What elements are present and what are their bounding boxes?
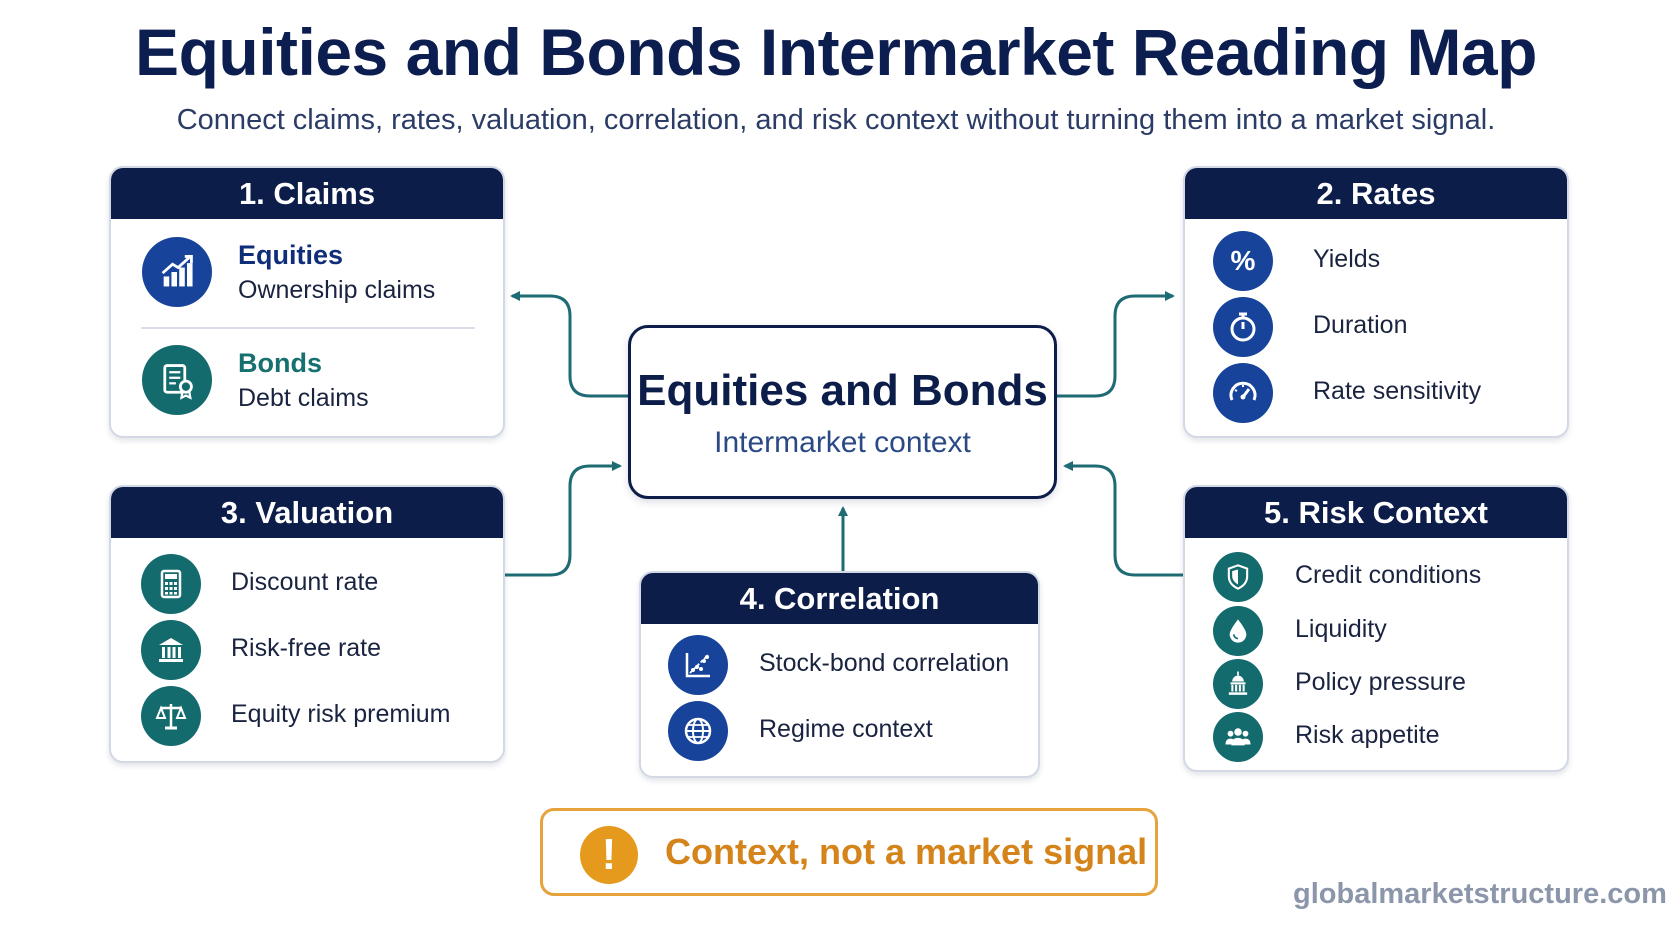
correlation-card: 4. Correlation Stock-bond correlation Re…: [639, 571, 1040, 778]
correlation-item-stockbond: Stock-bond correlation: [641, 635, 1038, 695]
claims-header: 1. Claims: [111, 168, 503, 219]
risk-item-liquidity: Liquidity: [1185, 601, 1567, 661]
arrow-center-to-claims: [510, 291, 628, 398]
risk-appetite-label: Risk appetite: [1295, 721, 1440, 749]
equities-title: Equities: [238, 240, 344, 270]
globe-icon: [668, 701, 728, 761]
risk-item-policy: Policy pressure: [1185, 654, 1567, 714]
claims-item-equities: Equities Ownership claims: [111, 236, 503, 312]
claims-item-bonds: Bonds Debt claims: [111, 344, 503, 420]
arrow-center-to-rates: [1057, 291, 1175, 398]
scales-icon: [141, 686, 201, 746]
stock-bond-correlation-label: Stock-bond correlation: [759, 649, 1010, 677]
stopwatch-icon: [1213, 297, 1273, 357]
page-subtitle: Connect claims, rates, valuation, correl…: [176, 104, 1496, 136]
shield-icon: [1213, 552, 1263, 602]
rates-header: 2. Rates: [1185, 168, 1567, 219]
bonds-title: Bonds: [238, 348, 322, 378]
equities-desc: Ownership claims: [238, 276, 436, 304]
correlation-item-regime: Regime context: [641, 701, 1038, 761]
yields-label: Yields: [1313, 245, 1381, 273]
rates-item-sensitivity: Rate sensitivity: [1185, 363, 1567, 423]
risk-item-credit: Credit conditions: [1185, 547, 1567, 607]
discount-rate-label: Discount rate: [231, 568, 379, 596]
claims-card: 1. Claims Equities Ownership claims: [109, 166, 505, 438]
duration-label: Duration: [1313, 311, 1408, 339]
valuation-header: 3. Valuation: [111, 487, 503, 538]
certificate-icon: [142, 345, 212, 415]
risk-item-appetite: Risk appetite: [1185, 707, 1567, 767]
arrow-valuation-to-center: [505, 461, 622, 577]
footer-domain: globalmarketstructure.com: [1293, 878, 1667, 910]
risk-context-card: 5. Risk Context Credit conditions Liquid…: [1183, 485, 1569, 772]
rates-card: 2. Rates % Yields Duration: [1183, 166, 1569, 438]
valuation-item-erp: Equity risk premium: [111, 686, 503, 746]
chart-growth-icon: [142, 237, 212, 307]
callout-text: Context, not a market signal: [665, 831, 1148, 872]
center-subtitle: Intermarket context: [714, 426, 971, 459]
capitol-icon: [1213, 659, 1263, 709]
page-title: Equities and Bonds Intermarket Reading M…: [135, 15, 1537, 89]
arrow-risk-to-center: [1063, 461, 1183, 577]
valuation-item-riskfree: Risk-free rate: [111, 620, 503, 680]
correlation-header: 4. Correlation: [641, 573, 1038, 624]
valuation-item-discount: Discount rate: [111, 554, 503, 614]
exclamation-icon: !: [580, 826, 638, 884]
center-title: Equities and Bonds: [637, 366, 1048, 415]
rates-item-yields: % Yields: [1185, 231, 1567, 291]
scatter-plot-icon: [668, 635, 728, 695]
percent-icon: %: [1213, 231, 1273, 291]
bonds-desc: Debt claims: [238, 384, 369, 412]
regime-context-label: Regime context: [759, 715, 933, 743]
credit-conditions-label: Credit conditions: [1295, 561, 1482, 589]
rate-sensitivity-label: Rate sensitivity: [1313, 377, 1482, 405]
people-icon: [1213, 712, 1263, 762]
gauge-icon: [1213, 363, 1273, 423]
valuation-card: 3. Valuation Discount rate Risk-free rat…: [109, 485, 505, 763]
center-node: Equities and Bonds Intermarket context: [628, 325, 1057, 499]
liquidity-label: Liquidity: [1295, 615, 1387, 643]
policy-pressure-label: Policy pressure: [1295, 668, 1466, 696]
droplet-icon: [1213, 606, 1263, 656]
svg-text:%: %: [1231, 245, 1256, 276]
claims-divider: [141, 327, 475, 329]
risk-context-header: 5. Risk Context: [1185, 487, 1567, 538]
context-callout: ! Context, not a market signal: [540, 808, 1158, 896]
equity-risk-premium-label: Equity risk premium: [231, 700, 451, 728]
risk-free-rate-label: Risk-free rate: [231, 634, 382, 662]
rates-item-duration: Duration: [1185, 297, 1567, 357]
bank-icon: [141, 620, 201, 680]
calculator-icon: [141, 554, 201, 614]
